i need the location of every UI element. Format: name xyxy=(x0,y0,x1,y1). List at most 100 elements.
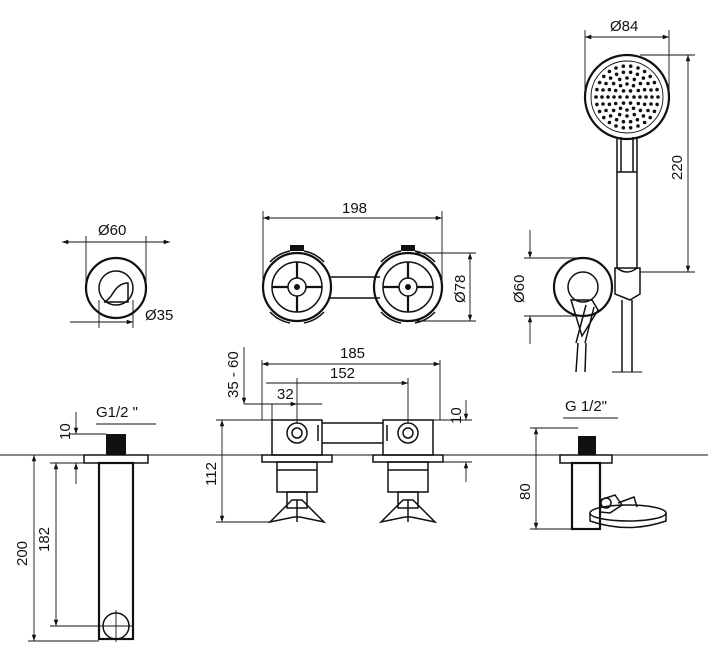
nozzle-dot xyxy=(632,77,637,82)
nozzle-dot xyxy=(636,124,640,128)
nozzle-dot xyxy=(632,95,636,99)
nozzle-dot xyxy=(607,102,612,107)
spout-length-inner-label: 182 xyxy=(36,527,53,552)
nozzle-dot xyxy=(607,87,612,92)
nozzle-dot xyxy=(601,88,605,92)
mixer-width-label: 198 xyxy=(342,200,367,217)
spout-side-view: G1/2 " 10 182 200 xyxy=(14,404,156,642)
spout-thread-label: G1/2 " xyxy=(96,404,138,421)
nozzle-dot xyxy=(604,108,608,113)
nozzle-dot xyxy=(631,106,636,111)
mixer-height-range-label: 35 - 60 xyxy=(225,351,242,398)
nozzle-dot xyxy=(625,76,629,80)
nozzle-dot xyxy=(642,102,647,107)
nozzle-dot xyxy=(631,83,636,88)
nozzle-dot xyxy=(597,109,602,114)
spout-plate-thickness-label: 10 xyxy=(57,423,74,440)
outlet-diameter-label: Ø60 xyxy=(98,222,126,239)
nozzle-dot xyxy=(600,95,604,99)
nozzle-dot xyxy=(628,119,633,124)
holder-thread xyxy=(578,436,596,455)
holder-side-view: G 1/2" 80 xyxy=(517,398,667,531)
mixer-plate-label: 10 xyxy=(448,407,465,424)
nozzle-dot xyxy=(621,64,626,68)
nozzle-dot xyxy=(614,117,619,122)
spout-plate xyxy=(83,454,149,464)
right-handle-top xyxy=(372,245,444,324)
nozzle-dot xyxy=(628,64,633,68)
nozzle-dot xyxy=(608,114,613,118)
hand-shower: Ø84 220 xyxy=(583,18,695,373)
outlet-inner-diameter-label: Ø35 xyxy=(145,307,173,324)
nozzle-dot xyxy=(644,95,648,99)
nozzle-dot xyxy=(621,70,626,75)
nozzle-dot xyxy=(617,77,622,82)
mixer-top-width-label: 185 xyxy=(340,345,365,362)
nozzle-dot xyxy=(652,80,657,85)
nozzle-dot xyxy=(612,95,616,99)
nozzle-dot xyxy=(636,101,641,106)
left-valve-body xyxy=(261,419,333,524)
nozzle-dot xyxy=(618,83,623,88)
nozzle-dot xyxy=(648,115,652,120)
holder-thread-label: G 1/2" xyxy=(565,398,607,415)
nozzle-dot xyxy=(594,95,598,99)
mixer-spacing-label: 152 xyxy=(330,365,355,382)
nozzle-dot xyxy=(602,74,606,79)
nozzle-dot xyxy=(650,95,654,99)
nozzle-dot xyxy=(638,81,643,86)
nozzle-dot xyxy=(602,115,606,120)
nozzle-dot xyxy=(635,72,640,77)
nozzle-dot xyxy=(621,119,626,124)
nozzle-dot xyxy=(628,101,633,105)
shower-head-diameter-label: Ø84 xyxy=(610,18,638,35)
right-valve-body xyxy=(372,419,444,524)
nozzle-dot xyxy=(613,101,618,106)
holder-height-label: 80 xyxy=(517,483,534,500)
nozzle-dot xyxy=(625,95,629,99)
left-handle-top xyxy=(261,245,333,324)
nozzle-dot xyxy=(641,76,646,80)
nozzle-dot xyxy=(648,74,652,79)
nozzle-dot xyxy=(611,81,616,86)
nozzle-dot xyxy=(607,120,612,125)
nozzle-dot xyxy=(655,102,659,107)
nozzle-dot xyxy=(597,80,602,85)
mixer-front-view: 185 152 32 35 - 60 10 112 xyxy=(203,345,472,524)
holder-top-view: Ø60 xyxy=(511,230,614,373)
nozzle-dot xyxy=(621,101,626,105)
nozzle-dot xyxy=(642,69,647,74)
nozzle-dot xyxy=(617,112,622,117)
nozzle-dot xyxy=(608,76,613,80)
nozzle-dot xyxy=(614,124,618,128)
nozzle-dot xyxy=(642,120,647,125)
nozzle-dot xyxy=(646,81,650,86)
nozzle-dot xyxy=(595,87,599,92)
spout-thread xyxy=(106,434,126,455)
nozzle-dot xyxy=(636,88,641,93)
nozzle-dot xyxy=(628,70,633,75)
nozzle-dot xyxy=(625,114,629,118)
nozzle-dot xyxy=(636,66,640,70)
nozzle-dot xyxy=(621,89,626,93)
shower-nozzles xyxy=(594,64,660,130)
nozzle-dot xyxy=(606,95,610,99)
outlet-top-view: Ø60 Ø35 xyxy=(62,222,173,328)
nozzle-dot xyxy=(607,69,612,74)
nozzle-dot xyxy=(618,106,623,111)
shower-height-label: 220 xyxy=(669,155,686,180)
nozzle-dot xyxy=(638,95,642,99)
nozzle-dot xyxy=(649,102,653,106)
nozzle-dot xyxy=(632,112,637,117)
nozzle-dot xyxy=(646,108,650,113)
mixer-top-view: 198 Ø78 xyxy=(261,200,476,324)
nozzle-dot xyxy=(611,108,616,113)
nozzle-dot xyxy=(613,88,618,93)
nozzle-dot xyxy=(625,82,629,86)
nozzle-dot xyxy=(625,108,629,112)
nozzle-dot xyxy=(595,102,599,107)
nozzle-dot xyxy=(635,117,640,122)
outlet-opening xyxy=(103,282,129,303)
nozzle-dot xyxy=(641,114,646,118)
